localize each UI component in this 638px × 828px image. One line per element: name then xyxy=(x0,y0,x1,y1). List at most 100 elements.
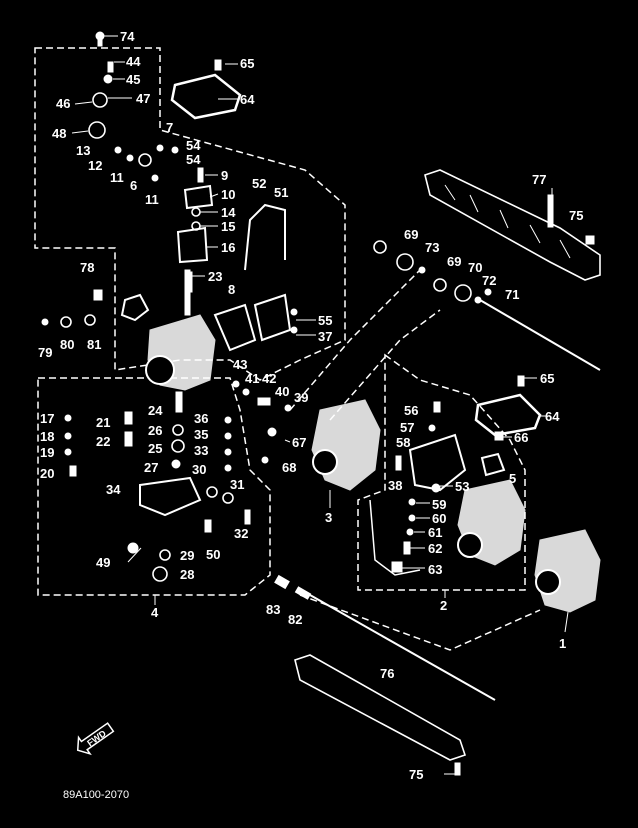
callout-47: 47 xyxy=(136,91,150,106)
callout-71: 71 xyxy=(505,287,519,302)
callout-58: 58 xyxy=(396,435,410,450)
bracket-58 xyxy=(408,433,467,492)
callout-52: 52 xyxy=(252,176,266,191)
callout-26: 26 xyxy=(148,423,162,438)
callout-7: 7 xyxy=(166,120,173,135)
callout-49: 49 xyxy=(96,555,110,570)
callout-50: 50 xyxy=(206,547,220,562)
plate-10 xyxy=(183,184,214,210)
callout-36: 36 xyxy=(194,411,208,426)
carburetor-1-body xyxy=(534,529,601,613)
callout-33: 33 xyxy=(194,443,208,458)
callout-40: 40 xyxy=(275,384,289,399)
alignment-line-a xyxy=(289,269,421,411)
callout-59: 59 xyxy=(432,497,446,512)
callout-14: 14 xyxy=(221,205,236,220)
callout-18: 18 xyxy=(40,429,54,444)
callout-62: 62 xyxy=(428,541,442,556)
callout-44: 44 xyxy=(126,54,141,69)
rail-bottom xyxy=(294,654,467,761)
callout-83: 83 xyxy=(266,602,280,617)
small-parts xyxy=(41,31,595,776)
cover-64-right xyxy=(474,393,542,437)
callout-45: 45 xyxy=(126,72,140,87)
callout-55: 55 xyxy=(318,313,332,328)
callout-80: 80 xyxy=(60,337,74,352)
callout-20: 20 xyxy=(40,466,54,481)
group-outline-2 xyxy=(357,353,526,591)
carburetor-2-body xyxy=(457,479,526,566)
callout-27: 27 xyxy=(144,460,158,475)
fwd-label: FWD xyxy=(85,728,108,748)
cover-37 xyxy=(253,293,292,342)
float-bowl-8 xyxy=(213,303,257,352)
callout-13: 13 xyxy=(76,143,90,158)
alignment-line-b xyxy=(329,309,441,421)
callout-61: 61 xyxy=(428,525,442,540)
plate-16 xyxy=(176,226,209,264)
cover-34 xyxy=(139,476,202,517)
callout-54b: 54 xyxy=(186,152,201,167)
callout-81: 81 xyxy=(87,337,101,352)
callout-10: 10 xyxy=(221,187,235,202)
callout-64a: 64 xyxy=(240,92,255,107)
callout-21: 21 xyxy=(96,415,110,430)
callout-28: 28 xyxy=(180,567,194,582)
callout-57: 57 xyxy=(400,420,414,435)
callout-51: 51 xyxy=(274,185,288,200)
leader-lines xyxy=(71,35,569,775)
callout-79: 79 xyxy=(38,345,52,360)
callout-16: 16 xyxy=(221,240,235,255)
callout-9: 9 xyxy=(221,168,228,183)
callout-41: 41 xyxy=(245,371,259,386)
callout-60: 60 xyxy=(432,511,446,526)
callout-6: 6 xyxy=(130,178,137,193)
callout-32: 32 xyxy=(234,526,248,541)
hose-63 xyxy=(369,499,421,576)
callout-19: 19 xyxy=(40,445,54,460)
callout-76: 76 xyxy=(380,666,394,681)
callout-39: 39 xyxy=(294,390,308,405)
alignment-line-c xyxy=(299,594,541,651)
callout-72: 72 xyxy=(482,273,496,288)
callout-69b: 69 xyxy=(447,254,461,269)
callout-65b: 65 xyxy=(540,371,554,386)
hose-51-52 xyxy=(244,203,286,271)
callout-2: 2 xyxy=(440,598,447,613)
callout-15: 15 xyxy=(221,219,235,234)
callout-5: 5 xyxy=(509,471,516,486)
callout-65a: 65 xyxy=(240,56,254,71)
callout-38: 38 xyxy=(388,478,402,493)
callout-46: 46 xyxy=(56,96,70,111)
callout-53: 53 xyxy=(455,479,469,494)
callout-73: 73 xyxy=(425,240,439,255)
callout-70: 70 xyxy=(468,260,482,275)
drawing-code: 89A100-2070 xyxy=(63,789,129,801)
fwd-arrow-icon: FWD xyxy=(76,722,115,756)
carburetor-4-body xyxy=(145,269,216,391)
callout-17: 17 xyxy=(40,411,54,426)
rod-71 xyxy=(479,299,601,371)
callout-3: 3 xyxy=(325,510,332,525)
rod-76 xyxy=(309,594,496,701)
callout-78: 78 xyxy=(80,260,94,275)
group-outline-4 xyxy=(37,377,271,596)
carburetor-3-body xyxy=(311,399,381,491)
callout-labels: 74 44 45 46 47 48 13 12 11 6 11 7 54 54 … xyxy=(38,29,583,782)
callout-69a: 69 xyxy=(404,227,418,242)
group-outline-top xyxy=(34,47,346,381)
callout-23: 23 xyxy=(208,269,222,284)
callout-37: 37 xyxy=(318,329,332,344)
callout-11a: 11 xyxy=(110,170,124,185)
callout-68: 68 xyxy=(282,460,296,475)
callout-1: 1 xyxy=(559,636,566,651)
callout-31: 31 xyxy=(230,477,244,492)
callout-75a: 75 xyxy=(569,208,583,223)
rail-77 xyxy=(424,169,601,281)
callout-63: 63 xyxy=(428,562,442,577)
callout-42: 42 xyxy=(262,371,276,386)
callout-30: 30 xyxy=(192,462,206,477)
callout-22: 22 xyxy=(96,434,110,449)
